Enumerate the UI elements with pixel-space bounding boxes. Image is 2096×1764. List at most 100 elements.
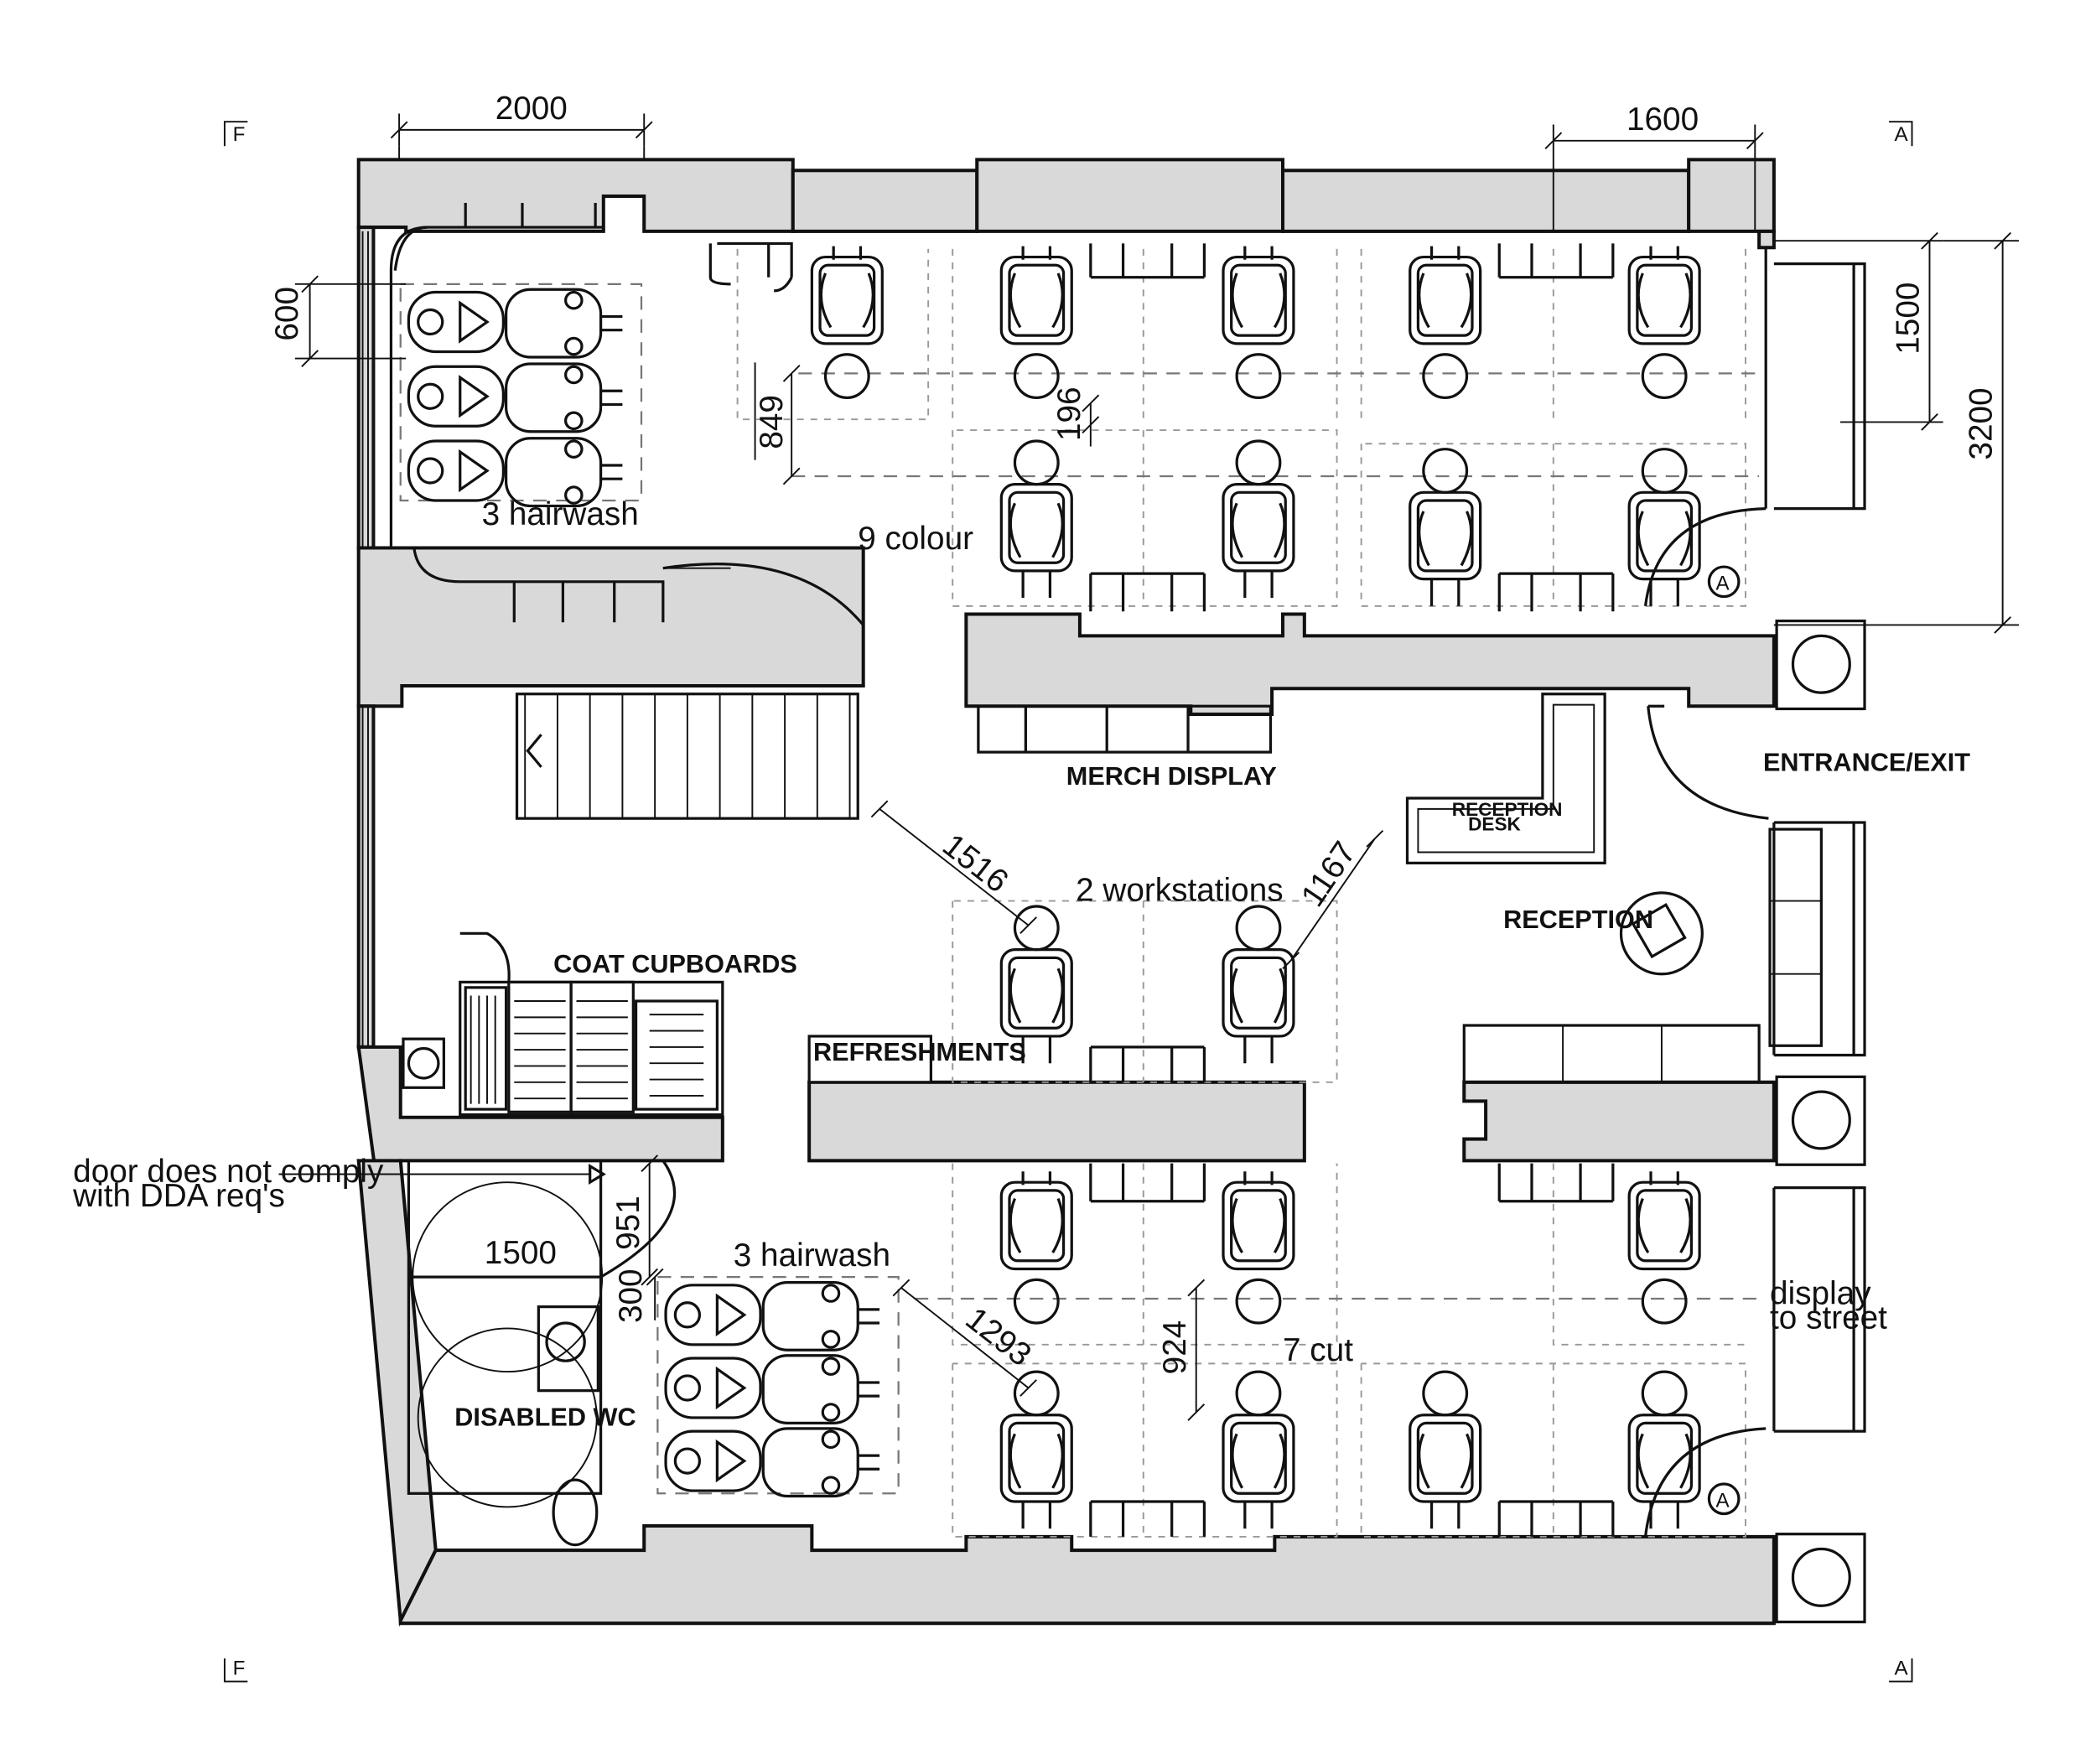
workstation-chairs: [810, 246, 1701, 1529]
wall-top-pier-2: [1281, 169, 1691, 233]
wall-left-slant: [356, 1159, 438, 1627]
reception-desk: [1405, 693, 1606, 865]
grid-label-a-top: A: [1895, 123, 1909, 146]
reception-cabinets: [1462, 1024, 1761, 1084]
stylist-chair-icon: [999, 246, 1073, 399]
wall-bottom: [398, 1524, 1776, 1626]
dim-951: 951: [610, 1196, 646, 1250]
stylist-chair-icon: [1222, 1171, 1295, 1325]
wall-left-upper: [356, 226, 376, 550]
stylist-chair-icon: [1222, 1370, 1295, 1529]
wall-top-left: [356, 158, 795, 233]
stylist-chair-icon: [1627, 246, 1701, 399]
coat-cupboards: [459, 931, 724, 1117]
stylist-chair-icon: [1222, 246, 1295, 399]
refreshments-box: [807, 1035, 933, 1084]
label-display-1: display: [1770, 1275, 1871, 1311]
hairwash-unit: [664, 1354, 880, 1425]
dim-196: 196: [1051, 387, 1087, 441]
door-swing-hairwash: [662, 563, 864, 626]
wall-top-pier-1: [791, 169, 979, 233]
label-door-note-1: door does not comply: [73, 1154, 384, 1190]
stylist-chair-icon: [1409, 246, 1482, 399]
dim-1500-wc: 1500: [485, 1235, 557, 1271]
stylist-chair-icon: [1409, 1370, 1482, 1529]
hairwash-unit: [664, 1280, 880, 1352]
marker-a-top-label: A: [1715, 572, 1730, 594]
basin: [402, 1037, 445, 1089]
label-colour: 9 colour: [858, 521, 973, 557]
hairwash-unit: [407, 437, 623, 508]
label-reception: RECEPTION: [1503, 905, 1653, 934]
label-door-note-2: with DDA req's: [72, 1178, 285, 1214]
stylist-chair-icon: [999, 1370, 1073, 1529]
dim-600: 600: [269, 287, 305, 341]
hairwash-room-top: [389, 203, 665, 623]
hairwash-unit: [664, 1427, 880, 1498]
hairwash-unit: [407, 288, 623, 359]
wall-right-lower: [1462, 1080, 1776, 1163]
dim-300: 300: [613, 1269, 649, 1323]
door-swing-a-top: [1643, 507, 1767, 607]
walls: [356, 158, 1776, 1627]
wall-left-window: [356, 704, 376, 1049]
stylist-chair-icon: [1222, 905, 1295, 1064]
label-cut: 7 cut: [1283, 1332, 1353, 1368]
mirror-stations: [708, 241, 1615, 1537]
gridline-markers: F A F A: [223, 121, 1913, 1683]
label-display-2: to street: [1770, 1300, 1887, 1336]
wall-right-top-pier: [1757, 229, 1776, 250]
grid-label-a-bottom: A: [1895, 1658, 1909, 1680]
label-hairwash-top: 3 hairwash: [482, 496, 639, 532]
wall-top-mid: [975, 158, 1285, 233]
marker-a-bottom: A: [1707, 1482, 1741, 1516]
dim-1600: 1600: [1626, 101, 1699, 137]
wall-central-upper: [964, 612, 1776, 716]
label-coat-cupboards: COAT CUPBOARDS: [553, 950, 797, 978]
dim-1293: 1293: [959, 1300, 1038, 1373]
stylist-chair-icon: [1627, 1370, 1701, 1529]
marker-a-bottom-label: A: [1715, 1489, 1730, 1512]
disabled-wc: [407, 1159, 677, 1547]
marker-a-top: A: [1707, 565, 1741, 599]
stylist-chair-icon: [1409, 448, 1482, 606]
refreshments-counter: [807, 1080, 1306, 1163]
columns: [1775, 619, 1866, 1624]
stylist-chair-icon: [810, 246, 884, 399]
room-labels: 3 hairwash 9 colour MERCH DISPLAY RECEPT…: [72, 496, 1970, 1432]
dimension-texts: 2000 1600 600 1500 3200 849 196 1516 116…: [269, 91, 2000, 1374]
stylist-chair-icon: [999, 905, 1073, 1064]
grid-label-f-top: F: [233, 123, 246, 146]
stylist-chair-icon: [1627, 1171, 1701, 1325]
wall-left-mid: [356, 546, 865, 708]
stylist-chair-icon: [1222, 439, 1295, 599]
hairwash-chairs-bottom: [664, 1280, 880, 1498]
merch-display: [977, 704, 1273, 754]
stylist-chair-icon: [999, 1171, 1073, 1325]
hairwash-chairs-top: [407, 288, 623, 508]
dim-1500-right: 1500: [1891, 283, 1927, 355]
hairwash-unit: [407, 362, 623, 433]
street-windows: [1764, 246, 1866, 1433]
dim-1516: 1516: [936, 827, 1014, 900]
label-entrance: ENTRANCE/EXIT: [1763, 749, 1970, 777]
dim-1167: 1167: [1294, 835, 1363, 913]
dim-3200: 3200: [1964, 387, 2000, 459]
label-hairwash-bottom: 3 hairwash: [734, 1237, 890, 1274]
reception-table: [1619, 891, 1704, 976]
wall-top-right: [1687, 158, 1776, 233]
dim-849: 849: [754, 395, 790, 449]
label-reception-desk-2: DESK: [1468, 814, 1521, 835]
label-disabled-wc: DISABLED WC: [454, 1403, 636, 1432]
label-refreshments: REFRESHMENTS: [813, 1038, 1026, 1066]
stylist-chair-icon: [999, 439, 1073, 599]
label-workstations: 2 workstations: [1076, 873, 1284, 909]
label-reception-desk-1: RECEPTION: [1452, 799, 1563, 820]
dim-2000: 2000: [495, 91, 568, 127]
dim-924: 924: [1157, 1320, 1193, 1375]
dimension-lines: [278, 113, 2020, 1421]
staircase: [515, 693, 859, 820]
label-merch: MERCH DISPLAY: [1066, 762, 1277, 791]
entrance-door-swing: [1647, 706, 1769, 820]
